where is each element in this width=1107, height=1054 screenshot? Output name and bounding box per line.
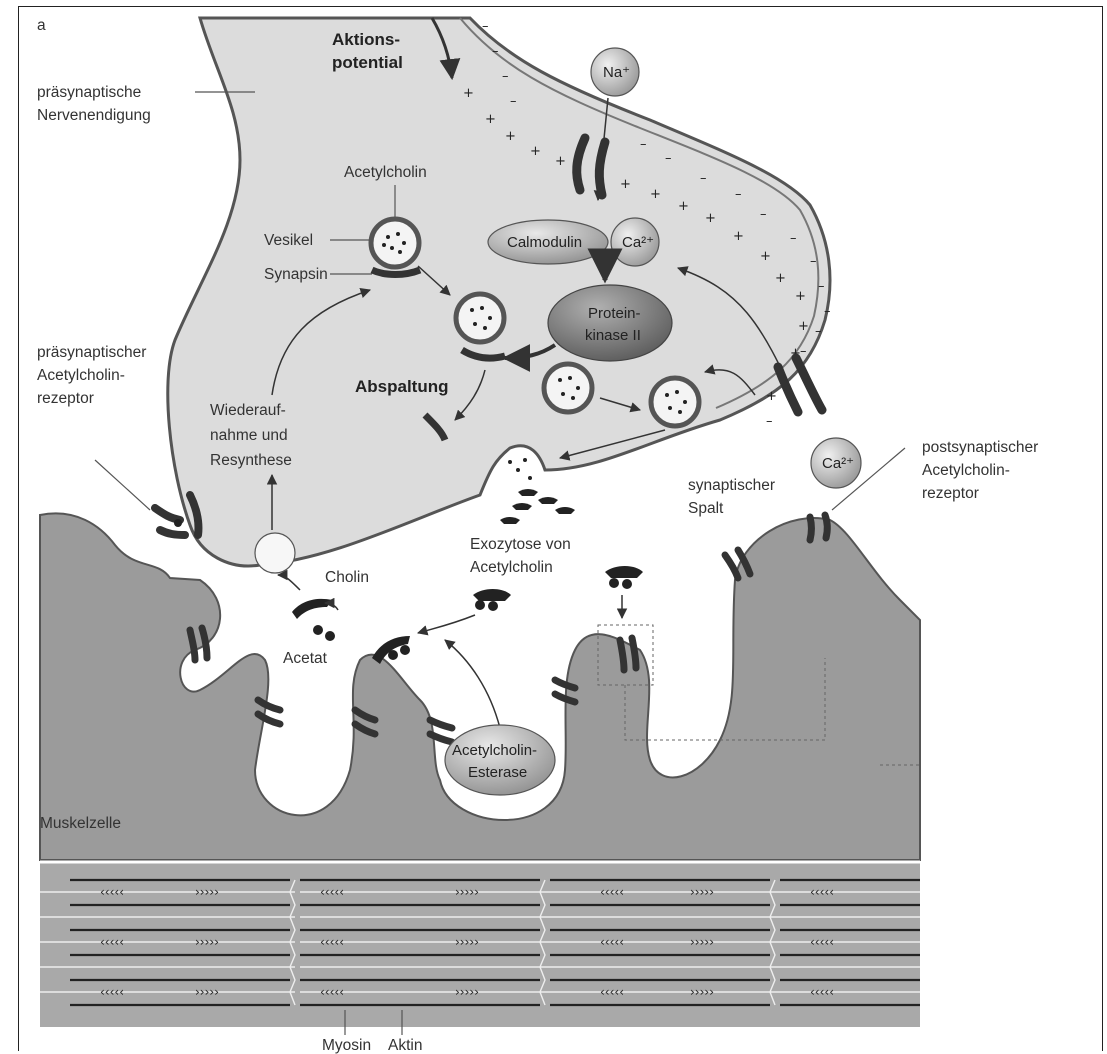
vesicle-near-membrane: [651, 378, 699, 426]
svg-text:+: +: [678, 199, 689, 214]
exocytosis-label-1: Exozytose von: [470, 536, 571, 553]
svg-text:–: –: [502, 69, 509, 84]
sarcomere-band: ‹‹‹‹‹ ››››› ‹‹‹‹‹ ››››› ‹‹‹‹‹ ››››› ‹‹‹‹‹ ››…: [40, 862, 920, 1027]
exocytosis-label-2: Acetylcholin: [470, 559, 553, 576]
svg-text:‹‹‹‹‹: ‹‹‹‹‹: [600, 985, 624, 999]
svg-text:–: –: [735, 187, 742, 202]
actin-label: Aktin: [388, 1037, 422, 1054]
svg-text:–: –: [790, 231, 797, 246]
svg-text:›››››: ›››››: [455, 985, 479, 999]
svg-text:‹‹‹‹‹: ‹‹‹‹‹: [600, 885, 624, 899]
svg-text:–: –: [760, 207, 767, 222]
svg-text:+: +: [733, 229, 744, 244]
svg-text:‹‹‹‹‹: ‹‹‹‹‹: [100, 885, 124, 899]
svg-text:+: +: [505, 129, 516, 144]
presynaptic-ending-label-1: präsynaptische: [37, 84, 141, 101]
svg-text:‹‹‹‹‹: ‹‹‹‹‹: [320, 885, 344, 899]
esterase-text-1: Acetylcholin-: [452, 742, 537, 759]
svg-text:+: +: [555, 154, 566, 169]
svg-text:+: +: [775, 271, 786, 286]
acetylcholine-top-label: Acetylcholin: [344, 164, 427, 181]
svg-text:›››››: ›››››: [195, 885, 219, 899]
calcium-complex-text: Ca²⁺: [622, 234, 654, 251]
protein-kinase-text-2: kinase II: [585, 327, 641, 344]
svg-text:–: –: [640, 137, 647, 152]
svg-text:‹‹‹‹‹: ‹‹‹‹‹: [320, 935, 344, 949]
svg-text:+: +: [530, 144, 541, 159]
acetylcholinesterase-node: [445, 725, 555, 795]
svg-text:›››››: ›››››: [455, 885, 479, 899]
svg-text:–: –: [700, 171, 707, 186]
synapsin-label: Synapsin: [264, 266, 328, 283]
svg-text:‹‹‹‹‹: ‹‹‹‹‹: [320, 985, 344, 999]
svg-text:+: +: [650, 187, 661, 202]
svg-text:+: +: [705, 211, 716, 226]
svg-text:+: +: [485, 112, 496, 127]
postsyn-receptor-label-3: rezeptor: [922, 485, 979, 502]
svg-text:–: –: [482, 19, 489, 34]
svg-text:–: –: [800, 344, 807, 359]
choline-label: Cholin: [325, 569, 369, 586]
calmodulin-text: Calmodulin: [507, 234, 582, 251]
svg-text:–: –: [766, 414, 773, 429]
svg-text:–: –: [810, 254, 817, 269]
svg-text:›››››: ›››››: [195, 985, 219, 999]
postsyn-receptor-label-1: postsynaptischer: [922, 439, 1038, 456]
svg-text:–: –: [665, 151, 672, 166]
reuptake-transporter: [255, 533, 295, 573]
cleft-label-1: synaptischer: [688, 477, 775, 494]
postsyn-receptor-label-2: Acetylcholin-: [922, 462, 1010, 479]
presyn-receptor-label-3: rezeptor: [37, 390, 94, 407]
reuptake-label-3: Resynthese: [210, 452, 292, 469]
svg-text:‹‹‹‹‹: ‹‹‹‹‹: [100, 985, 124, 999]
svg-text:›››››: ›››››: [690, 885, 714, 899]
svg-text:–: –: [815, 324, 822, 339]
action-potential-label-1: Aktions-: [332, 30, 400, 49]
svg-text:‹‹‹‹‹: ‹‹‹‹‹: [810, 885, 834, 899]
svg-text:–: –: [492, 44, 499, 59]
svg-text:–: –: [824, 304, 831, 319]
acetate-label: Acetat: [283, 650, 328, 667]
svg-text:–: –: [818, 279, 825, 294]
cleavage-label: Abspaltung: [355, 377, 449, 396]
svg-text:+: +: [620, 177, 631, 192]
panel-label: a: [37, 17, 46, 34]
calcium-channel-text: Ca²⁺: [822, 455, 854, 472]
svg-text:+: +: [795, 289, 806, 304]
action-potential-label-2: potential: [332, 53, 403, 72]
muscle-cell-label: Muskelzelle: [40, 815, 121, 832]
sodium-text: Na⁺: [603, 64, 630, 81]
svg-text:‹‹‹‹‹: ‹‹‹‹‹: [810, 935, 834, 949]
svg-text:+: +: [766, 389, 777, 404]
svg-text:‹‹‹‹‹: ‹‹‹‹‹: [100, 935, 124, 949]
vesicle-mid: [544, 364, 592, 412]
svg-text:+: +: [798, 319, 809, 334]
presyn-receptor-label-2: Acetylcholin-: [37, 367, 125, 384]
svg-text:+: +: [760, 249, 771, 264]
reuptake-label-2: nahme und: [210, 427, 288, 444]
cleft-label-2: Spalt: [688, 500, 724, 517]
svg-text:›››››: ›››››: [195, 935, 219, 949]
svg-text:›››››: ›››››: [690, 935, 714, 949]
presynaptic-ending-label-2: Nervenendigung: [37, 107, 151, 124]
protein-kinase-text-1: Protein-: [588, 305, 641, 322]
svg-text:‹‹‹‹‹: ‹‹‹‹‹: [600, 935, 624, 949]
svg-text:–: –: [510, 94, 517, 109]
svg-text:›››››: ›››››: [455, 935, 479, 949]
svg-text:›››››: ›››››: [690, 985, 714, 999]
svg-text:‹‹‹‹‹: ‹‹‹‹‹: [810, 985, 834, 999]
vesicle-label: Vesikel: [264, 232, 313, 249]
presyn-receptor-label-1: präsynaptischer: [37, 344, 146, 361]
svg-text:+: +: [463, 86, 474, 101]
protein-kinase-node: [548, 285, 672, 361]
esterase-text-2: Esterase: [468, 764, 527, 781]
reuptake-label-1: Wiederauf-: [210, 402, 286, 419]
myosin-label: Myosin: [322, 1037, 371, 1054]
